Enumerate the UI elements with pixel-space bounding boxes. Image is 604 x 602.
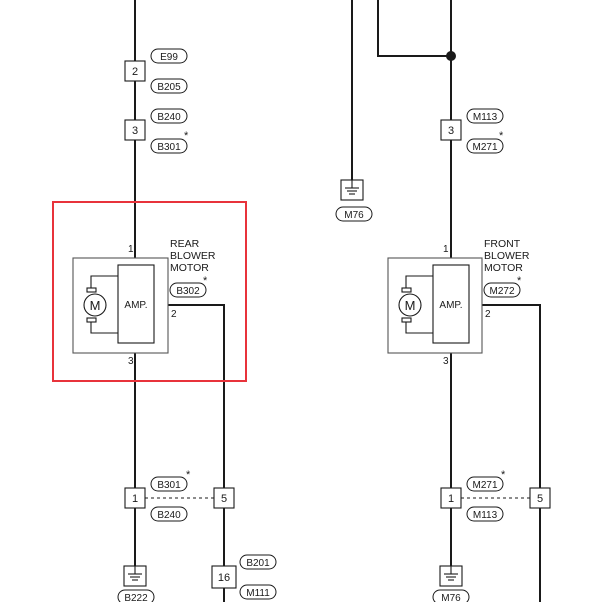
front-connector-lower-5 bbox=[529, 487, 551, 509]
rear-motor-letter: M bbox=[90, 298, 101, 313]
front-tag-m113 bbox=[466, 108, 504, 124]
front-amp-label: AMP. bbox=[439, 300, 462, 311]
rear-tag-b222 bbox=[117, 589, 155, 602]
rear-motor-brush-bottom bbox=[86, 317, 97, 323]
front-motor-lead-bottom bbox=[405, 320, 433, 334]
front-motor-brush-top bbox=[401, 287, 412, 293]
rear-connector-lower-1 bbox=[124, 487, 146, 509]
rear-tag-b240-lower bbox=[150, 506, 188, 522]
rear-title-line2: BLOWER bbox=[170, 250, 216, 262]
rear-connector-16 bbox=[211, 565, 237, 589]
rear-pin2-label: 2 bbox=[171, 309, 177, 320]
rear-blower-circuit: 2 E99 B205 3 B240 B301 * 1 3 2 AMP. M RE… bbox=[52, 0, 277, 602]
rear-title-line3: MOTOR bbox=[170, 262, 209, 274]
rear-pin1-label: 1 bbox=[128, 244, 134, 255]
front-title-line3: MOTOR bbox=[484, 262, 523, 274]
front-tag-m76-top-text: M76 bbox=[344, 210, 364, 221]
front-tag-m76 bbox=[432, 589, 470, 602]
rear-connector-2 bbox=[124, 60, 146, 82]
front-tag-m76-top bbox=[335, 206, 373, 222]
front-tag-m271-lower bbox=[466, 476, 504, 492]
front-top-loop-wire bbox=[377, 0, 451, 57]
front-star-upper: * bbox=[499, 130, 504, 142]
rear-tag-b301-lower-text: B301 bbox=[157, 480, 181, 491]
rear-tag-b205 bbox=[150, 78, 188, 94]
front-star-lower: * bbox=[501, 469, 506, 481]
front-amp-box bbox=[432, 264, 470, 344]
front-junction-dot bbox=[446, 51, 456, 61]
front-tag-m113-text: M113 bbox=[473, 112, 498, 123]
rear-tag-b240 bbox=[150, 108, 188, 124]
rear-star-lower: * bbox=[186, 469, 191, 481]
rear-tag-b240-text: B240 bbox=[157, 112, 181, 123]
rear-ground-icon bbox=[128, 566, 142, 581]
rear-connector-lower-5 bbox=[213, 487, 235, 509]
rear-motor-lead-bottom bbox=[90, 320, 118, 334]
front-tag-m272-text: M272 bbox=[489, 286, 514, 297]
rear-tag-b301-text: B301 bbox=[157, 142, 181, 153]
rear-tag-m111 bbox=[239, 584, 277, 600]
rear-tag-e99-text: E99 bbox=[160, 52, 178, 63]
rear-connector-lower-1-label: 1 bbox=[132, 493, 138, 505]
rear-connector-3-label: 3 bbox=[132, 125, 138, 137]
rear-star-upper: * bbox=[184, 130, 189, 142]
front-connector-lower-1-label: 1 bbox=[448, 493, 454, 505]
front-connector-3 bbox=[440, 119, 462, 141]
rear-pin3-label: 3 bbox=[128, 356, 134, 367]
front-pin2-wire bbox=[482, 304, 541, 602]
rear-tag-b201 bbox=[239, 554, 277, 570]
rear-star-motor: * bbox=[203, 275, 208, 287]
rear-connector-16-label: 16 bbox=[218, 572, 230, 584]
rear-tag-b301-lower bbox=[150, 476, 188, 492]
front-star-motor: * bbox=[517, 275, 522, 287]
front-connector-lower-1 bbox=[440, 487, 462, 509]
front-title-line2: BLOWER bbox=[484, 250, 530, 262]
front-ground-icon bbox=[444, 566, 458, 581]
rear-amp-box bbox=[117, 264, 155, 344]
rear-pin2-wire bbox=[168, 304, 225, 602]
rear-tag-b205-text: B205 bbox=[157, 82, 181, 93]
rear-tag-b301 bbox=[150, 138, 188, 154]
front-tag-m76-text: M76 bbox=[441, 593, 461, 602]
front-tag-m113-lower bbox=[466, 506, 504, 522]
front-connector-3-label: 3 bbox=[448, 125, 454, 137]
rear-amp-label: AMP. bbox=[124, 300, 147, 311]
front-connector-lower-5-label: 5 bbox=[537, 493, 543, 505]
highlight-box bbox=[52, 201, 247, 382]
front-pin2-label: 2 bbox=[485, 309, 491, 320]
front-ground-top-icon bbox=[345, 180, 359, 195]
rear-title-line1: REAR bbox=[170, 238, 200, 250]
rear-tag-b201-text: B201 bbox=[246, 558, 270, 569]
rear-tag-m111-text: M111 bbox=[246, 588, 270, 599]
front-tag-m113-lower-text: M113 bbox=[473, 510, 498, 521]
rear-tag-b302-text: B302 bbox=[176, 286, 200, 297]
rear-motor-brush-top bbox=[86, 287, 97, 293]
front-motor-brush-bottom bbox=[401, 317, 412, 323]
front-blower-circuit: M76 3 M113 M271 * 1 3 2 AMP. M FRONT BLO… bbox=[335, 0, 551, 602]
rear-tag-e99 bbox=[150, 48, 188, 64]
front-motor-lead-top bbox=[405, 275, 433, 290]
front-motor-letter: M bbox=[405, 298, 416, 313]
front-title-line1: FRONT bbox=[484, 238, 521, 250]
front-tag-m271-lower-text: M271 bbox=[472, 480, 497, 491]
front-pin3-label: 3 bbox=[443, 356, 449, 367]
rear-connector-lower-5-label: 5 bbox=[221, 493, 227, 505]
rear-motor-lead-top bbox=[90, 275, 118, 290]
front-pin1-label: 1 bbox=[443, 244, 449, 255]
rear-tag-b240-lower-text: B240 bbox=[157, 510, 181, 521]
front-motor-icon bbox=[398, 293, 422, 317]
rear-tag-b222-text: B222 bbox=[124, 593, 148, 602]
front-tag-m272 bbox=[483, 282, 521, 298]
rear-connector-3 bbox=[124, 119, 146, 141]
rear-motor-icon bbox=[83, 293, 107, 317]
rear-connector-2-label: 2 bbox=[132, 66, 138, 78]
front-tag-m271 bbox=[466, 138, 504, 154]
front-tag-m271-text: M271 bbox=[472, 142, 497, 153]
rear-tag-b302 bbox=[169, 282, 207, 298]
